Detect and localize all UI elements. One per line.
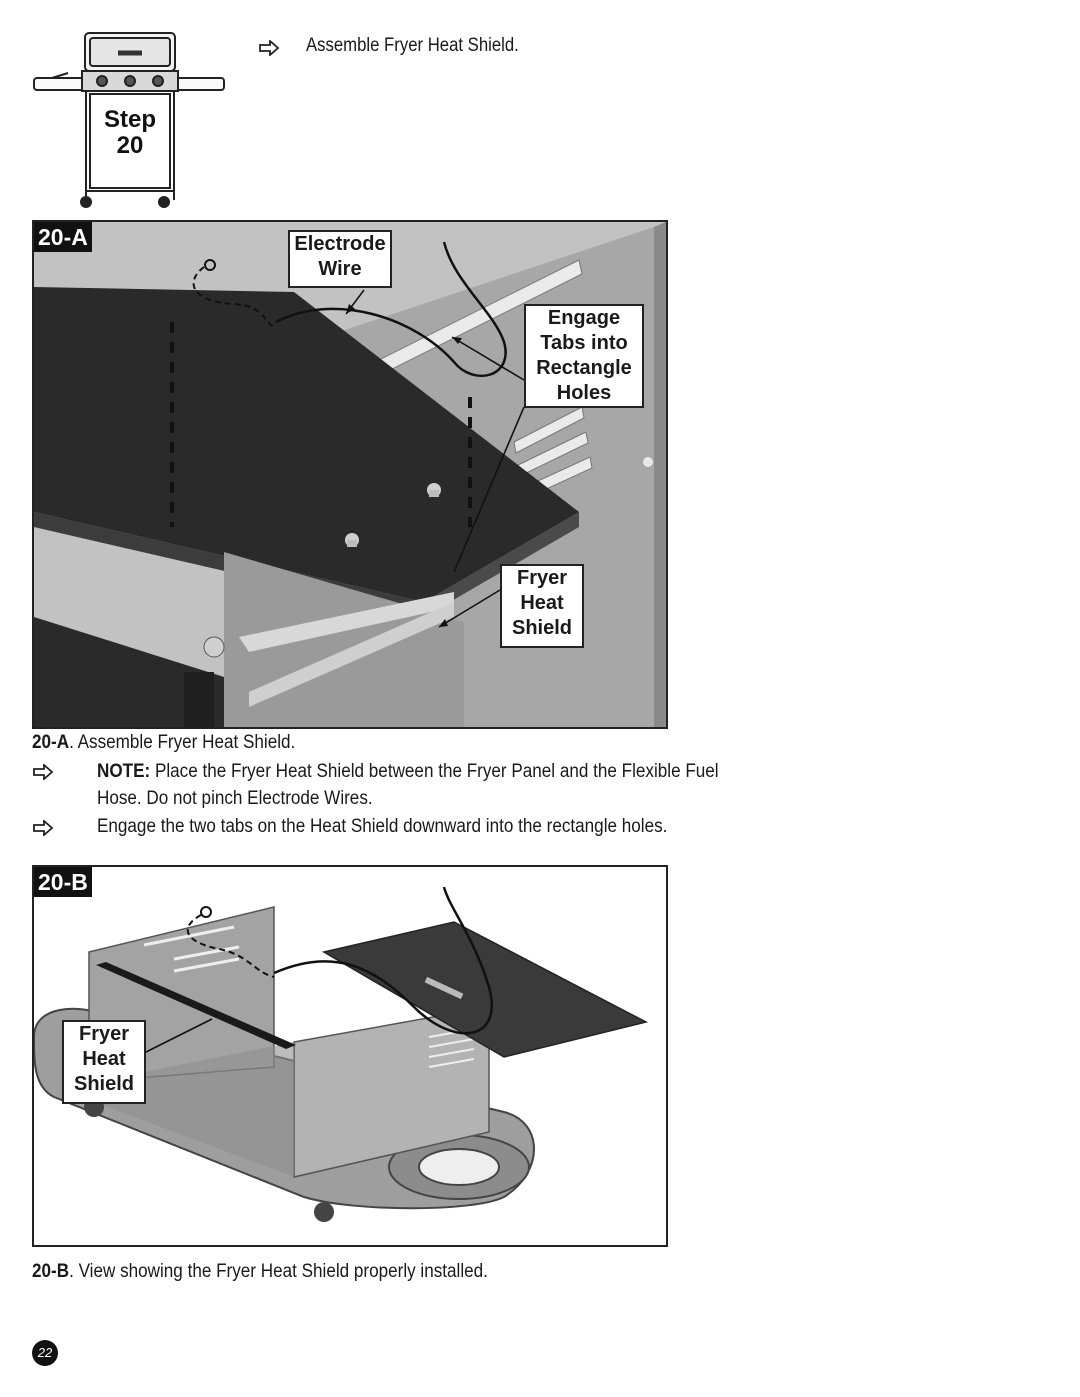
caption-label: 20-B (32, 1261, 70, 1282)
callout-line: Heat (82, 1048, 126, 1070)
callout-fryer-heat-shield-b: Fryer Heat Shield (62, 1020, 146, 1104)
callout-line: Tabs into (540, 332, 628, 354)
callout-line: Rectangle (536, 357, 632, 379)
callout-line: Electrode (294, 233, 386, 255)
callout-electrode-wire: Electrode Wire (288, 230, 392, 288)
figure-20a-caption: 20-A. Assemble Fryer Heat Shield. (32, 730, 295, 756)
arrow-icon (33, 820, 54, 836)
step-number: 20 (116, 132, 144, 159)
callout-line: Wire (318, 258, 362, 280)
caption-text: . View showing the Fryer Heat Shield pro… (69, 1261, 488, 1282)
callout-fryer-heat-shield: Fryer Heat Shield (500, 564, 584, 648)
note-text: Place the Fryer Heat Shield between the … (150, 761, 719, 782)
callout-line: Engage (547, 307, 621, 329)
callout-line: Fryer (516, 567, 568, 589)
caption-text: . Assemble Fryer Heat Shield. (69, 732, 296, 753)
note-label: NOTE: (97, 761, 151, 782)
figure-20b-caption: 20-B. View showing the Fryer Heat Shield… (32, 1259, 488, 1285)
callout-engage-tabs: Engage Tabs into Rectangle Holes (524, 304, 644, 408)
grill-icon (33, 32, 225, 208)
arrow-icon (33, 764, 54, 780)
engage-instruction: Engage the two tabs on the Heat Shield d… (97, 816, 668, 837)
note-line-1: NOTE: Place the Fryer Heat Shield betwee… (97, 759, 719, 785)
callout-line: Fryer (78, 1023, 130, 1045)
caption-label: 20-A (32, 732, 70, 753)
callout-line: Heat (520, 592, 564, 614)
figure-20b-tag: 20-B (34, 867, 92, 897)
arrow-icon (259, 40, 280, 56)
callout-line: Shield (73, 1073, 134, 1095)
figure-20b-illustration (34, 886, 649, 1222)
figure-20b: 20-B Fryer Heat Shield (32, 865, 668, 1247)
step-word: Step (103, 106, 156, 133)
page-number: 22 (32, 1340, 58, 1366)
callout-line: Shield (511, 617, 572, 639)
figure-20a-tag: 20-A (34, 222, 92, 252)
intro-instruction: Assemble Fryer Heat Shield. (306, 35, 519, 56)
figure-20a-illustration (34, 222, 666, 727)
note-line-2: Hose. Do not pinch Electrode Wires. (97, 788, 373, 809)
figure-20a: 20-A Electrode Wire Engage Tabs into Rec… (32, 220, 668, 729)
callout-line: Holes (556, 382, 612, 404)
